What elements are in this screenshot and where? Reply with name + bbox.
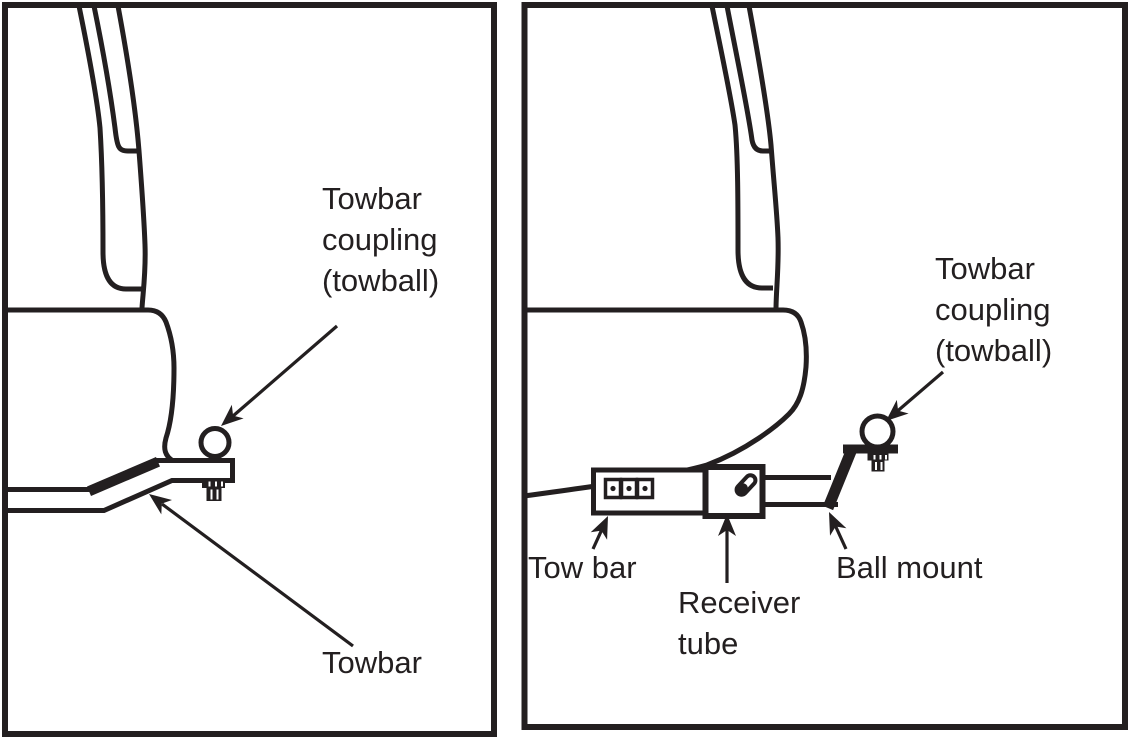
right-panel-border [521, 2, 1128, 730]
left-towbar-label: Towbar [322, 645, 422, 680]
left-towbar [2, 426, 235, 513]
ball-mount [822, 444, 898, 511]
ball-mount-label: Ball mount [836, 550, 983, 585]
left-pillar-outer-line [76, 5, 143, 292]
tow-bar-label: Tow bar [528, 550, 637, 585]
left-vehicle-outline [5, 5, 177, 464]
left-panel-illustration [2, 2, 497, 737]
left-towbar-coupling-label: Towbar coupling (towball) [322, 181, 440, 298]
left-towbar-arrow [149, 494, 354, 648]
mounting-bolt-plates [603, 477, 655, 500]
towbar-strip [2, 458, 235, 513]
ball-mount-bolt [867, 453, 889, 472]
right-coupling-arrow [886, 370, 945, 421]
right-vehicle-outline [523, 5, 809, 499]
left-coupling-arrow [221, 324, 339, 426]
towbar-bolt [202, 480, 225, 501]
right-towbar-coupling-label: Towbar coupling (towball) [935, 251, 1053, 368]
left-towball [198, 426, 232, 459]
right-towball [859, 413, 896, 450]
right-body-edge-line [746, 5, 781, 311]
left-body-edge-line [115, 5, 148, 309]
receiver-tube-arrow [718, 514, 736, 583]
right-panel-illustration [521, 2, 1128, 730]
tow-bar-arrow [590, 516, 608, 550]
towbar-strip-thick-edge [87, 457, 160, 496]
left-panel-border [2, 2, 497, 737]
right-pillar-inner-line [724, 5, 771, 154]
left-pillar-inner-line [91, 5, 139, 154]
hitch-pin [734, 473, 758, 497]
left-trunk-bumper-line [5, 307, 177, 464]
ball-mount-arrow [829, 512, 848, 550]
right-pillar-outer-line [709, 5, 773, 291]
right-towbar-assembly [591, 413, 898, 519]
receiver-tube-label: Receiver tube [678, 585, 801, 661]
